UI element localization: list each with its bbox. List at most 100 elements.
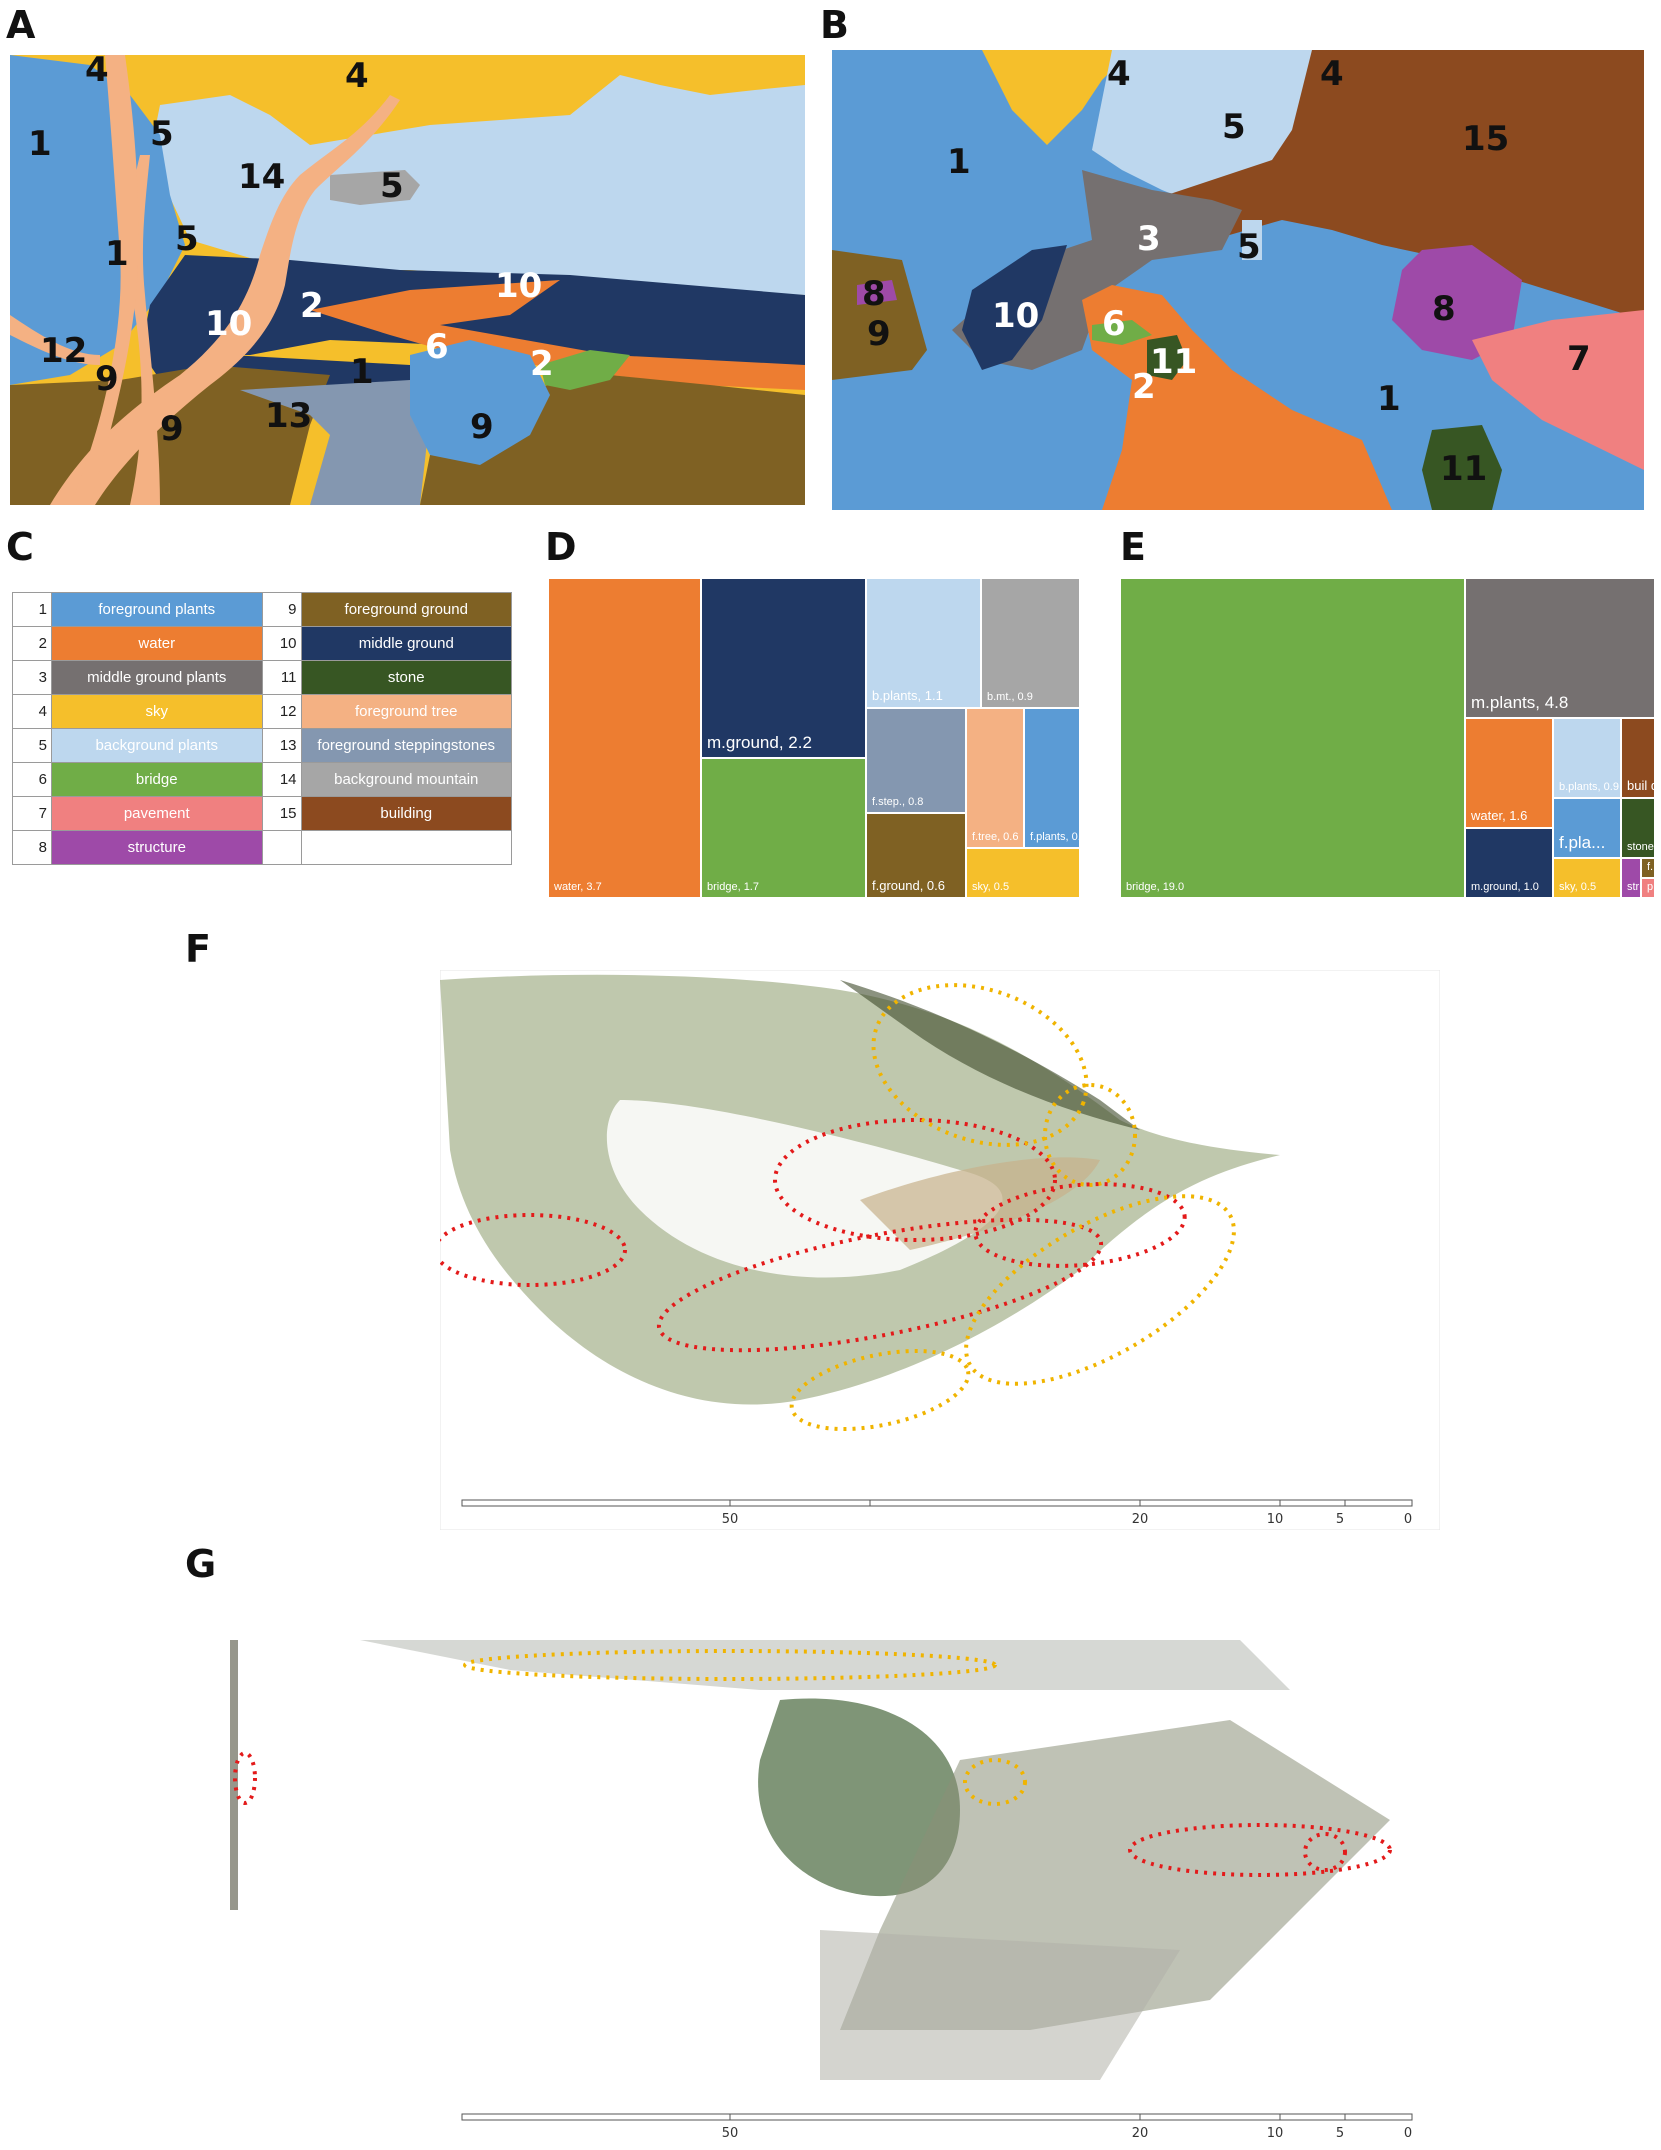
svg-text:4: 4 xyxy=(345,56,369,96)
yellow-ellipse-g-2 xyxy=(963,1758,1027,1806)
treemap-label: b.plants, 0.9 xyxy=(1559,780,1619,793)
panel-label-d: D xyxy=(545,525,577,569)
region-background-plants-small xyxy=(1242,220,1262,260)
treemap-cell: buil d, 0.6 xyxy=(1621,718,1655,798)
svg-text:1: 1 xyxy=(350,352,374,392)
panel-label-g: G xyxy=(185,1542,217,1586)
region-pavement xyxy=(1472,310,1644,470)
svg-text:2: 2 xyxy=(300,286,324,326)
svg-text:3: 3 xyxy=(1137,219,1161,259)
red-ellipse-4 xyxy=(973,1182,1187,1268)
legend-number: 13 xyxy=(261,728,302,763)
legend-number: 14 xyxy=(261,762,302,797)
red-ellipse-3 xyxy=(656,1217,1104,1353)
treemap-label: b.plants, 1.1 xyxy=(872,687,943,703)
treemap-cell: b.plants, 0.9 xyxy=(1553,718,1621,798)
scale-f-tick-20: 20 xyxy=(1132,1512,1149,1527)
panel-label-f: F xyxy=(185,927,211,971)
treemap-label: sky, 0.5 xyxy=(1559,880,1597,893)
treemap-label: f. xyxy=(1647,860,1654,873)
legend-number: 8 xyxy=(12,830,52,865)
svg-text:9: 9 xyxy=(95,359,119,399)
legend-number: 15 xyxy=(261,796,302,831)
legend-number: 12 xyxy=(261,694,302,729)
treemap-cell: b.mt., 0.9 xyxy=(981,578,1080,708)
treemap-cell: water, 3.7 xyxy=(548,578,701,898)
svg-text:11: 11 xyxy=(1150,342,1197,382)
svg-text:6: 6 xyxy=(425,327,449,367)
legend-number: 11 xyxy=(261,660,302,695)
treemap-label: b.mt., 0.9 xyxy=(987,690,1033,703)
region-foreground-plants-center xyxy=(410,340,550,465)
treemap-cell: f. xyxy=(1641,858,1655,878)
svg-text:4: 4 xyxy=(1320,54,1344,94)
point-cloud-g xyxy=(180,1580,1430,2120)
scale-f-tick-0: 0 xyxy=(1404,1512,1412,1527)
region-structure-right xyxy=(1392,245,1522,360)
legend-label: foreground steppingstones xyxy=(300,728,512,763)
svg-text:11: 11 xyxy=(1440,449,1487,489)
treemap-cell: m.ground, 2.2 xyxy=(701,578,866,758)
legend-label: pavement xyxy=(51,796,263,831)
red-ellipse-1 xyxy=(440,1213,627,1287)
legend-label xyxy=(300,830,512,865)
legend-label: background mountain xyxy=(300,762,512,797)
treemap-label: water, 3.7 xyxy=(554,880,602,893)
point-cloud-top-band-g xyxy=(360,1640,1290,1690)
region-foreground-steppingstones xyxy=(240,380,430,505)
svg-text:14: 14 xyxy=(238,157,285,197)
treemap-cell: f.plants, 0.6 xyxy=(1024,708,1080,848)
red-ellipse-g-2 xyxy=(1128,1823,1392,1877)
svg-text:4: 4 xyxy=(1107,54,1131,94)
svg-text:1: 1 xyxy=(28,124,52,164)
point-cloud-f xyxy=(440,970,1440,1530)
scale-g-tick-5: 5 xyxy=(1336,2126,1344,2141)
red-ellipse-2 xyxy=(773,1118,1057,1242)
svg-text:5: 5 xyxy=(175,219,199,259)
treemap-label: sky, 0.5 xyxy=(972,880,1010,893)
region-foreground-ground xyxy=(832,250,927,380)
treemap-cell: m.plants, 4.8 xyxy=(1465,578,1655,718)
legend-label: bridge xyxy=(51,762,263,797)
panel-label-e: E xyxy=(1120,525,1146,569)
region-water xyxy=(310,280,805,390)
region-sky-left xyxy=(982,50,1132,145)
panel-label-b: B xyxy=(820,3,849,47)
scale-g-tick-50: 50 xyxy=(722,2126,739,2141)
legend-number: 6 xyxy=(12,762,52,797)
treemap-label: m.plants, 4.8 xyxy=(1471,693,1569,713)
scale-g-tick-20: 20 xyxy=(1132,2126,1149,2141)
red-ellipse-g-3 xyxy=(1303,1832,1347,1872)
legend-label: stone xyxy=(300,660,512,695)
treemap-cell: sky, 0.5 xyxy=(1553,858,1621,898)
legend-label: water xyxy=(51,626,263,661)
region-background-plants xyxy=(150,75,805,295)
region-middle-ground xyxy=(962,245,1067,370)
legend-number: 9 xyxy=(261,592,302,627)
scale-bar-f: 50 20 10 5 0 xyxy=(461,1499,1413,1527)
svg-text:10: 10 xyxy=(495,266,542,306)
treemap-label: f.tree, 0.6 xyxy=(972,830,1019,843)
panel-label-a: A xyxy=(6,3,36,47)
legend-number: 1 xyxy=(12,592,52,627)
svg-text:10: 10 xyxy=(205,304,252,344)
treemap-cell: bridge, 1.7 xyxy=(701,758,866,898)
svg-text:8: 8 xyxy=(1432,289,1456,329)
panel-label-c: C xyxy=(6,525,34,569)
region-foreground-tree-trunk xyxy=(70,55,139,505)
region-foreground-tree xyxy=(10,95,400,505)
point-cloud-dark-band-f xyxy=(840,980,1140,1130)
treemap-label: m.ground, 1.0 xyxy=(1471,880,1539,893)
svg-text:15: 15 xyxy=(1462,119,1509,159)
segmentation-map-a: 4 4 1 5 14 5 1 5 10 2 10 12 9 6 1 2 13 9… xyxy=(10,55,805,505)
region-stone-upper xyxy=(1147,335,1187,380)
legend-label: middle ground xyxy=(300,626,512,661)
legend-label: foreground plants xyxy=(51,592,263,627)
treemap-cell: f.tree, 0.6 xyxy=(966,708,1024,848)
treemap-cell: m.ground, 1.0 xyxy=(1465,828,1553,898)
